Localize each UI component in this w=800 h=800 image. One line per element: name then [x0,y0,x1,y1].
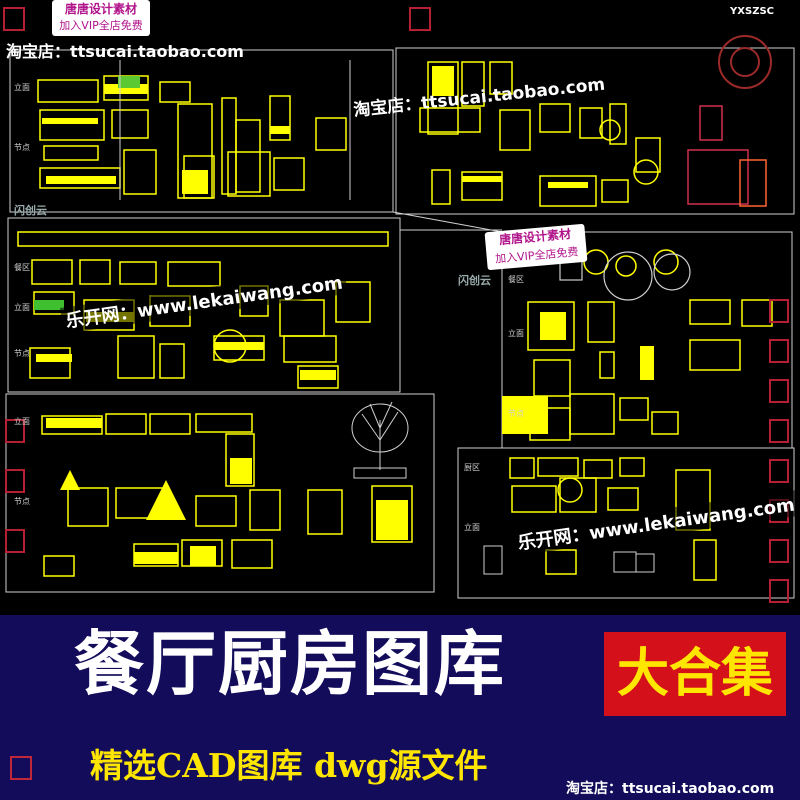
watermark-shop-url: 淘宝店：ttsucai.taobao.com [6,42,244,61]
cad-label: 立面 [508,328,524,338]
ornament-circle [718,35,772,89]
sheet-5-elevations [41,413,413,577]
cad-label: 节点 [14,497,30,506]
badge-text: 大合集 [616,644,773,704]
cad-label: 节点 [14,349,30,358]
cad-drawing-collage: 立面 节点 餐区 立面 节点 立面 节点 餐区 立面 节点 厨区 立面 [3,7,795,603]
sheet-frame-6 [457,447,795,599]
sheet-4-plans [527,249,773,441]
watermark-shanchuang: 闪创云 [458,274,491,287]
tree-drawing [351,401,409,479]
watermark-tag-top: 唐唐设计素材 加入VIP全店免费 [52,0,150,36]
cad-label: 节点 [508,409,524,418]
cad-label: 餐区 [14,263,30,272]
sheet-frame-2 [395,47,795,215]
brand-logo-icon [10,756,32,780]
cad-label: 立面 [464,522,480,532]
cad-label: 立面 [14,82,30,92]
cad-label: 餐区 [508,275,524,284]
cad-label: 立面 [14,416,30,426]
banner-title: 餐厅厨房图库 [74,623,506,705]
watermark-shop-url: 淘宝店：ttsucai.taobao.com [566,781,775,797]
watermark-code: YXSZSC [730,6,774,17]
collection-badge: 大合集 [604,632,786,716]
tag-line2: 加入VIP全店免费 [59,19,143,32]
cad-label: 厨区 [464,463,480,472]
sheet-2-elevations [419,61,661,207]
cad-label: 立面 [14,302,30,312]
sheet-frame-3 [7,217,401,393]
sheet-6-kitchen [509,457,717,581]
banner-subtitle: 精选CAD图库 dwg源文件 [90,746,488,785]
watermark-shanchuang: 闪创云 [14,204,47,217]
sheet-frame-1 [9,49,394,213]
tag-line1: 唐唐设计素材 [64,2,137,16]
cad-label: 节点 [14,143,30,152]
